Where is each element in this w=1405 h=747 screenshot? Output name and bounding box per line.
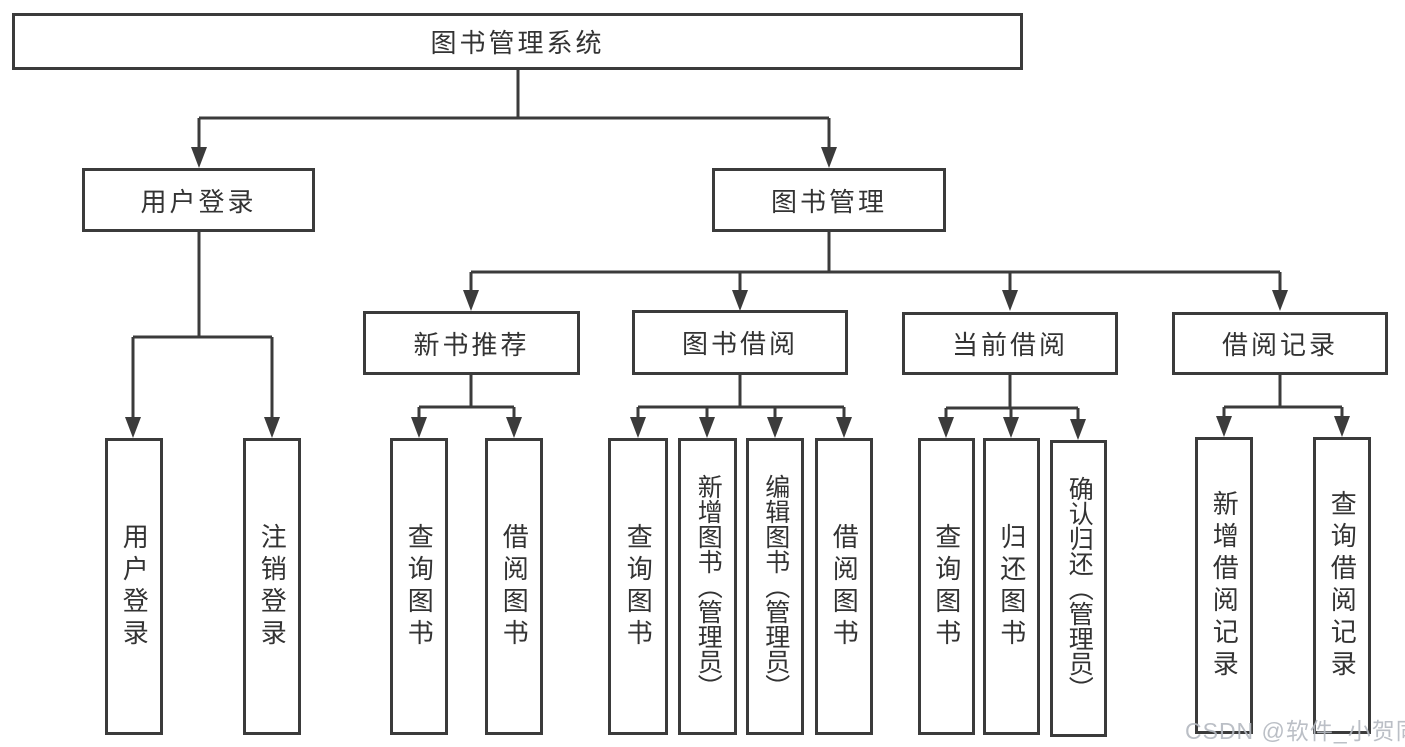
leaf-user-login: 用户登录 xyxy=(105,438,163,735)
leaf-query-book-newbook: 查询图书 xyxy=(390,438,448,735)
leaf-return-book: 归还图书 xyxy=(983,438,1040,735)
node-new-book-recommend: 新书推荐 xyxy=(363,311,580,375)
node-system-root: 图书管理系统 xyxy=(12,13,1023,70)
leaf-add-borrow-record: 新增借阅记录 xyxy=(1195,437,1253,734)
csdn-watermark: CSDN @软件_小贺同学 xyxy=(1185,718,1405,744)
leaf-edit-book-admin: 编辑图书（管理员） xyxy=(746,438,804,735)
node-borrow-records: 借阅记录 xyxy=(1172,312,1388,375)
leaf-logout-login: 注销登录 xyxy=(243,438,301,735)
node-book-management: 图书管理 xyxy=(712,168,946,232)
leaf-query-borrow-record: 查询借阅记录 xyxy=(1313,437,1371,734)
node-book-borrow: 图书借阅 xyxy=(632,310,848,375)
leaf-add-book-admin: 新增图书（管理员） xyxy=(678,438,737,735)
leaf-borrow-book: 借阅图书 xyxy=(815,438,873,735)
node-current-borrow: 当前借阅 xyxy=(902,312,1118,375)
leaf-query-book-borrow: 查询图书 xyxy=(608,438,668,735)
leaf-confirm-return-admin: 确认归还（管理员） xyxy=(1050,440,1107,737)
leaf-query-book-current: 查询图书 xyxy=(918,438,975,735)
leaf-borrow-book-newbook: 借阅图书 xyxy=(485,438,543,735)
node-user-login: 用户登录 xyxy=(82,168,315,232)
